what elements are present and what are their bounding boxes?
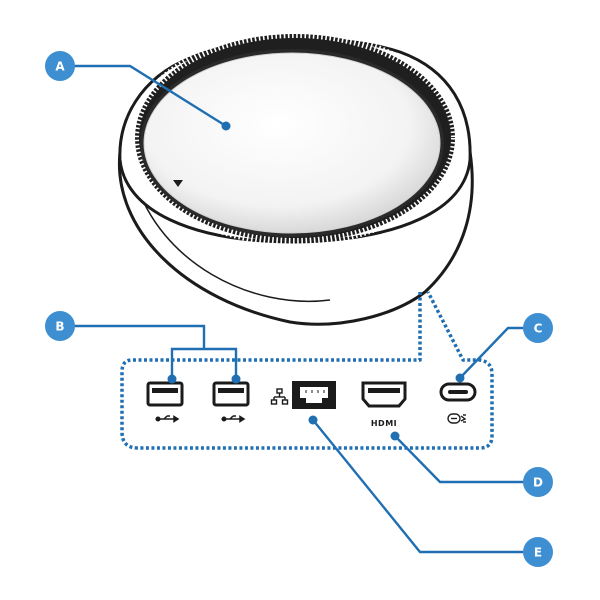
- arrow-down-icon: [173, 180, 183, 187]
- usb-icon: [155, 415, 180, 423]
- callout-a-label: A: [55, 60, 65, 74]
- usb-c-port: [439, 382, 477, 424]
- usb-port-left: [146, 381, 184, 423]
- dock-base-contour: [134, 179, 331, 302]
- callout-d-label: D: [533, 476, 543, 490]
- leader-b-dot-right: [231, 374, 241, 384]
- leader-dots: [167, 121, 465, 441]
- callout-c: C: [523, 313, 553, 343]
- usb-c-power-icon: [447, 413, 467, 424]
- leader-a: [68, 64, 227, 128]
- leader-c: [459, 326, 527, 379]
- callout-b-label: B: [55, 320, 64, 334]
- leader-b: [68, 324, 238, 379]
- leader-c-dot: [455, 373, 465, 383]
- callout-c-label: C: [534, 322, 543, 336]
- callout-b: B: [45, 311, 75, 341]
- callout-d: D: [523, 467, 553, 497]
- network-icon: [270, 388, 289, 405]
- port-panel-outline: [120, 291, 494, 450]
- leader-d-dot: [390, 431, 400, 441]
- usb-icon: [221, 415, 246, 423]
- dock-top-surface: [143, 52, 441, 234]
- ethernet-port: [292, 381, 336, 409]
- callout-e-label: E: [534, 546, 542, 560]
- hdmi-port: HDMI: [361, 381, 407, 428]
- callout-a: A: [45, 51, 75, 81]
- leader-d: [394, 435, 527, 484]
- leader-b-dot-left: [167, 374, 177, 384]
- leader-e-dot: [308, 415, 318, 425]
- leader-lines: [68, 64, 527, 554]
- callout-e: E: [523, 537, 553, 567]
- usb-port-right: [212, 381, 250, 423]
- dock-body: [117, 30, 474, 326]
- dock-vent-grille: [131, 30, 459, 246]
- hdmi-label: HDMI: [371, 419, 397, 428]
- leader-a-dot: [221, 121, 231, 131]
- leader-e: [312, 419, 527, 554]
